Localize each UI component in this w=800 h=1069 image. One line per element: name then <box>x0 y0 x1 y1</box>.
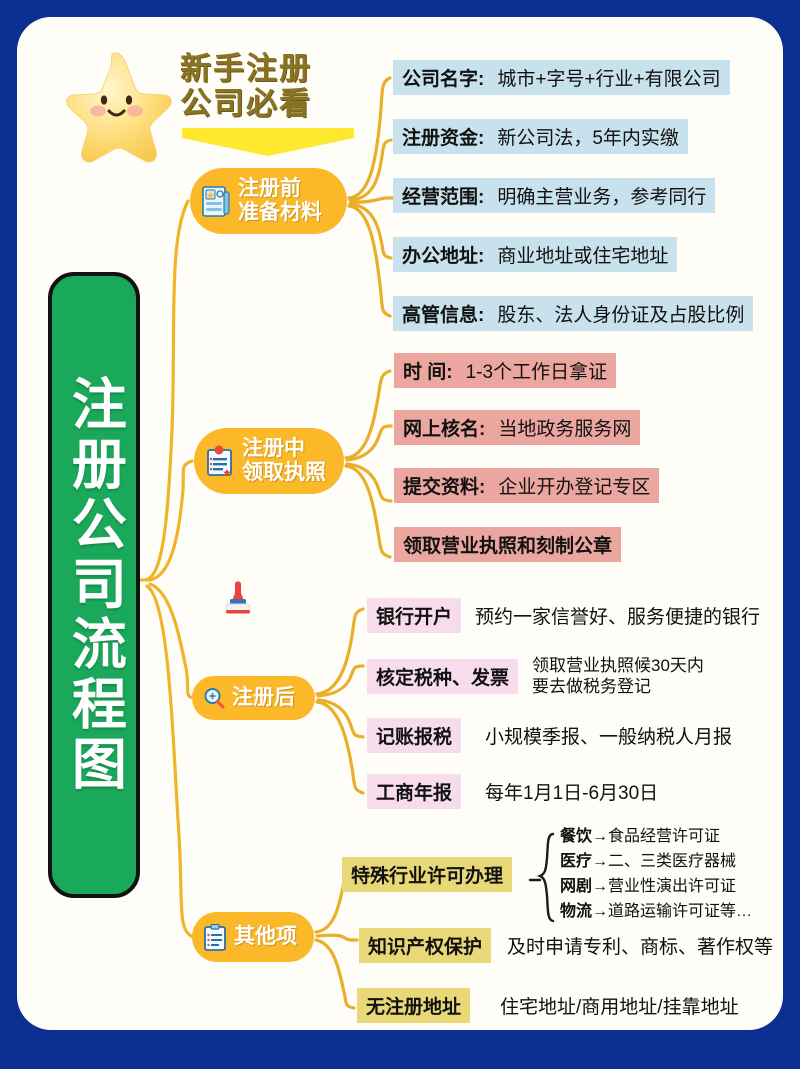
leaf-item[interactable]: 提交资料:企业开办登记专区 <box>394 468 660 503</box>
center-title: 注册公司流程图 <box>63 375 126 795</box>
sublist-item: 餐饮→食品经营许可证 <box>560 826 720 847</box>
sublist-key: 餐饮 <box>560 828 593 845</box>
leaf-chip: 提交资料: <box>394 468 495 503</box>
leaf-item[interactable]: 核定税种、发票 领取营业执照候30天内 要去做税务登记 <box>367 655 704 697</box>
leaf-chip: 公司名字: <box>393 60 494 95</box>
leaf-chip: 高管信息: <box>393 296 494 331</box>
leaf-text: 及时申请专利、商标、著作权等 <box>507 937 774 958</box>
branch-label: 注册后 <box>232 686 295 710</box>
leaf-chip: 知识产权保护 <box>359 928 492 963</box>
sublist-item: 医疗→二、三类医疗器械 <box>560 851 736 872</box>
sublist-item: 网剧→营业性演出许可证 <box>560 876 736 897</box>
leaf-text: 小规模季报、一般纳税人月报 <box>485 727 733 748</box>
leaf-chip: 无注册地址 <box>357 988 471 1023</box>
center-node: 注册公司流程图 <box>48 272 140 898</box>
leaf-text: 领取营业执照候30天内 要去做税务登记 <box>532 656 704 697</box>
branch-label: 注册中 领取执照 <box>242 437 326 484</box>
leaf-item[interactable]: 银行开户 预约一家信誉好、服务便捷的银行 <box>367 598 760 633</box>
sublist-key: 网剧 <box>560 878 593 895</box>
page-title: 新手注册 公司必看 <box>180 51 360 121</box>
leaf-text: 住宅地址/商用地址/挂靠地址 <box>500 997 739 1018</box>
leaf-item[interactable]: 特殊行业许可办理 <box>342 857 513 892</box>
checklist-icon <box>203 923 227 951</box>
rubber-stamp-icon <box>222 578 254 624</box>
leaf-text: 预约一家信誉好、服务便捷的银行 <box>475 607 761 628</box>
leaf-chip: 特殊行业许可办理 <box>342 857 513 892</box>
leaf-item[interactable]: 领取营业执照和刻制公章 <box>394 527 622 562</box>
sublist-value: →道路运输许可证等… <box>592 903 753 920</box>
leaf-item[interactable]: 记账报税 小规模季报、一般纳税人月报 <box>367 718 732 753</box>
sublist-key: 物流 <box>560 903 593 920</box>
sublist-value: →二、三类医疗器械 <box>592 853 737 870</box>
branch-node-post-registration[interactable]: 注册后 <box>192 676 315 720</box>
leaf-chip: 经营范围: <box>393 178 494 213</box>
leaf-chip: 核定税种、发票 <box>367 658 519 694</box>
leaf-text: 商业地址或住宅地址 <box>493 237 678 272</box>
title-line-2: 公司必看 <box>180 85 312 121</box>
leaf-chip: 网上核名: <box>394 410 495 445</box>
sublist-value: →营业性演出许可证 <box>592 878 737 895</box>
leaf-chip: 办公地址: <box>393 237 494 272</box>
leaf-chip: 时 间: <box>394 353 462 388</box>
leaf-text: 每年1月1日-6月30日 <box>485 783 659 804</box>
branch-node-during-registration[interactable]: 注册中 领取执照 <box>194 428 344 494</box>
leaf-item[interactable]: 时 间:1-3个工作日拿证 <box>394 353 617 388</box>
leaf-text: 城市+字号+行业+有限公司 <box>493 60 730 95</box>
leaf-text: 明确主营业务，参考同行 <box>493 178 716 213</box>
leaf-item[interactable]: 公司名字:城市+字号+行业+有限公司 <box>393 60 730 95</box>
leaf-chip: 记账报税 <box>367 718 462 753</box>
leaf-chip: 注册资金: <box>393 119 494 154</box>
star-icon <box>55 45 175 165</box>
leaf-text: 股东、法人身份证及占股比例 <box>493 296 754 331</box>
leaf-item[interactable]: 注册资金:新公司法，5年内实缴 <box>393 119 688 154</box>
magnifier-icon <box>203 687 225 709</box>
branch-node-pre-registration[interactable]: 注册前 准备材料 <box>190 168 347 234</box>
leaf-text: 新公司法，5年内实缴 <box>493 119 688 154</box>
leaf-item[interactable]: 无注册地址 住宅地址/商用地址/挂靠地址 <box>357 988 739 1023</box>
leaf-item[interactable]: 网上核名:当地政务服务网 <box>394 410 641 445</box>
document-certificate-icon <box>201 185 231 218</box>
leaf-text: 1-3个工作日拿证 <box>461 353 617 388</box>
leaf-item[interactable]: 高管信息:股东、法人身份证及占股比例 <box>393 296 754 331</box>
branch-label: 其他项 <box>234 925 297 949</box>
leaf-text: 当地政务服务网 <box>494 410 641 445</box>
leaf-chip: 领取营业执照和刻制公章 <box>394 527 622 562</box>
leaf-item[interactable]: 经营范围:明确主营业务，参考同行 <box>393 178 716 213</box>
title-line-1: 新手注册 <box>180 51 312 86</box>
leaf-item[interactable]: 工商年报 每年1月1日-6月30日 <box>367 774 658 809</box>
leaf-item[interactable]: 办公地址:商业地址或住宅地址 <box>393 237 678 272</box>
sublist-key: 医疗 <box>560 853 593 870</box>
branch-node-other-items[interactable]: 其他项 <box>192 912 314 962</box>
leaf-chip: 银行开户 <box>367 598 462 633</box>
leaf-text: 企业开办登记专区 <box>494 468 660 503</box>
branch-label: 注册前 准备材料 <box>238 177 322 224</box>
sublist-item: 物流→道路运输许可证等… <box>560 901 752 922</box>
sublist-value: →食品经营许可证 <box>592 828 721 845</box>
clipboard-stamp-icon <box>205 445 235 478</box>
leaf-item[interactable]: 知识产权保护 及时申请专利、商标、著作权等 <box>359 928 773 963</box>
ribbon-banner <box>182 128 354 158</box>
leaf-chip: 工商年报 <box>367 774 462 809</box>
